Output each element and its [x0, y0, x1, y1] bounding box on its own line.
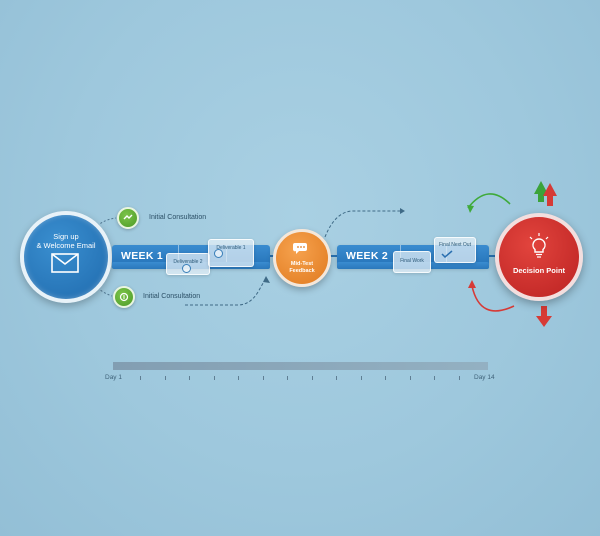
down-arrow-icon: [536, 306, 552, 327]
up-arrow-icon: [534, 181, 557, 206]
connector-mid-to-feedback: [324, 210, 402, 238]
timeline-tick: [458, 376, 460, 380]
consult-top-node[interactable]: [117, 207, 139, 229]
connector-arrowhead: [400, 208, 405, 214]
timeline-tick: [189, 376, 190, 380]
timeline-tick: [434, 376, 435, 380]
decision-point-node[interactable]: Decision Point: [495, 213, 583, 301]
lightbulb-icon: [529, 233, 549, 258]
week2-card-final-next-out[interactable]: Final Next Out: [434, 237, 476, 263]
card-label: Final Work: [400, 258, 424, 264]
green-curved-arrow: [467, 193, 511, 209]
coin-icon: [119, 292, 129, 302]
timeline-tick: [262, 376, 264, 380]
week2-card-final-work[interactable]: Final Work: [393, 251, 431, 273]
check-icon: [441, 250, 453, 258]
consult-bottom-node[interactable]: [113, 286, 135, 308]
week2-label: WEEK 2: [346, 250, 389, 262]
week1-label: WEEK 1: [121, 250, 164, 262]
timeline-end-label: Day 14: [474, 374, 495, 381]
red-curved-arrow: [471, 285, 515, 312]
card-label: Deliverable 1: [216, 245, 246, 251]
connector-start-to-consult-top: [91, 217, 117, 233]
chat-bubbles-icon: [293, 243, 307, 254]
timeline-tick: [385, 376, 386, 380]
timeline-tick: [213, 376, 215, 380]
handshake-icon: [123, 214, 133, 220]
check-icon: [214, 249, 223, 258]
signup-welcome-node[interactable]: Sign up & Welcome Email: [20, 211, 112, 303]
timeline-tick: [336, 376, 337, 380]
connector-arrowhead: [263, 276, 270, 283]
timeline-tick: [164, 376, 166, 380]
green-arrowhead: [467, 205, 474, 213]
signup-welcome-label: Sign up & Welcome Email: [36, 232, 96, 250]
timeline-tick: [140, 376, 141, 380]
timeline-tick: [238, 376, 239, 380]
consult-bottom-label: Initial Consultation: [143, 293, 201, 300]
card-label: Final Next Out: [439, 242, 471, 248]
timeline-tick: [311, 376, 313, 380]
card-label: Deliverable 2: [173, 259, 203, 265]
timeline-tick: [360, 376, 362, 380]
timeline-start-label: Day 1: [105, 374, 122, 381]
mid-test-feedback-label: Mid-Test Feedback: [289, 261, 315, 274]
connector-consult-to-mid: [185, 277, 267, 306]
timeline-tick: [287, 376, 288, 380]
consult-top-label: Initial Consultation: [149, 214, 207, 221]
decision-point-label: Decision Point: [512, 266, 566, 275]
envelope-icon: [51, 253, 79, 273]
mid-test-feedback-node[interactable]: Mid-Test Feedback: [273, 229, 331, 287]
check-icon: [182, 264, 191, 273]
timeline-tick: [409, 376, 411, 380]
connector-start-to-consult-bottom: [91, 281, 113, 297]
red-arrowhead: [468, 280, 476, 288]
timeline-bar: [113, 362, 488, 370]
